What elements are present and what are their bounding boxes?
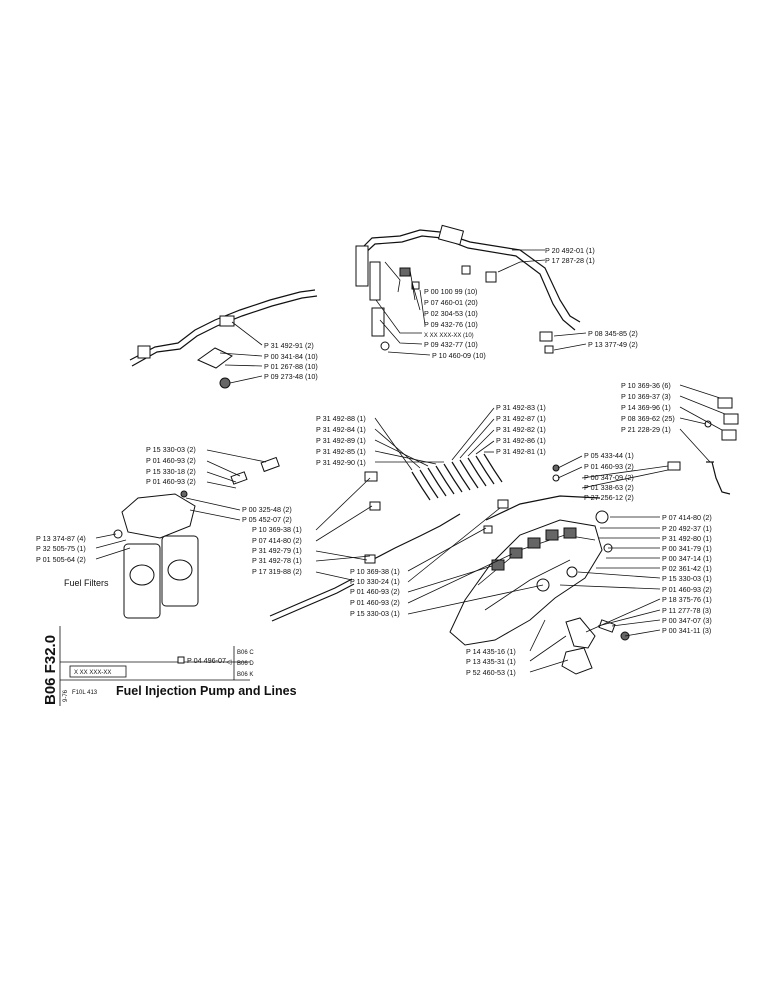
injection-pump-drawing xyxy=(449,461,681,675)
part-label: P 31 492-79 (1) xyxy=(252,546,302,555)
part-label: P 31 492-84 (1) xyxy=(316,425,366,434)
part-label: P 02 361-42 (1) xyxy=(662,564,712,573)
part-label: P 15 330-03 (1) xyxy=(662,574,712,583)
title-block: B06 F32.0 9-76 X XX XXX-XX P 04 496-07 ◁… xyxy=(42,626,297,706)
fuel-filters-label: Fuel Filters xyxy=(64,578,109,588)
part-label: P 02 304-53 (10) xyxy=(424,309,478,318)
part-label: P 31 492-83 (1) xyxy=(496,403,546,412)
part-label: P 31 492-91 (2) xyxy=(264,341,314,350)
part-label: P 15 330-18 (2) xyxy=(146,467,196,476)
middle-lines-drawing xyxy=(269,471,461,622)
part-label: P 09 273-48 (10) xyxy=(264,372,318,381)
part-label: P 01 460-93 (2) xyxy=(350,587,400,596)
part-label: P 10 369-36 (6) xyxy=(621,381,671,390)
date-code: 9-76 xyxy=(63,689,69,702)
engine-model: F10L 413 xyxy=(72,690,98,696)
injector-lines-drawing xyxy=(411,453,503,501)
alt-part-marker: ◁ xyxy=(226,657,232,666)
part-label: P 01 505-64 (2) xyxy=(36,555,86,564)
part-label: P 31 492-78 (1) xyxy=(252,556,302,565)
alt-part-number: P 04 496-07 xyxy=(187,656,226,665)
part-label: P 01 460-93 (2) xyxy=(146,477,196,486)
leader-lines xyxy=(95,249,726,673)
part-label: P 09 432-77 (10) xyxy=(424,340,478,349)
part-label: P 18 375-76 (1) xyxy=(662,595,712,604)
part-label: P 31 492-81 (1) xyxy=(496,447,546,456)
variant-label: B06 K xyxy=(237,672,253,678)
part-label: P 31 492-80 (1) xyxy=(662,534,712,543)
part-label: P 00 325-48 (2) xyxy=(242,505,292,514)
part-label: P 01 460-93 (2) xyxy=(662,585,712,594)
part-label: P 31 492-82 (1) xyxy=(496,425,546,434)
part-label: P 15 330-03 (2) xyxy=(146,445,196,454)
part-label: P 07 414-80 (2) xyxy=(252,536,302,545)
part-label: P 01 460-93 (2) xyxy=(584,462,634,471)
part-label: P 32 505-75 (1) xyxy=(36,544,86,553)
variant-label: B06 D xyxy=(237,661,254,667)
part-label: P 20 492-37 (1) xyxy=(662,524,712,533)
part-labels: P 20 492-01 (1) P 17 287-28 (1) P 00 100… xyxy=(36,246,712,677)
part-label: P 31 492-86 (1) xyxy=(496,436,546,445)
part-label: P 08 345-85 (2) xyxy=(588,329,638,338)
section-code: B06 F32.0 xyxy=(42,635,59,705)
variant-label: B06 C xyxy=(237,650,254,656)
part-label: P 00 341-79 (1) xyxy=(662,544,712,553)
part-label: P 10 369-38 (1) xyxy=(350,567,400,576)
part-label: P 07 414-80 (2) xyxy=(662,513,712,522)
part-label: P 27 256-12 (2) xyxy=(584,493,634,502)
part-label: P 00 347-14 (1) xyxy=(662,554,712,563)
part-label: P 20 492-01 (1) xyxy=(545,246,595,255)
part-label: P 00 341-84 (10) xyxy=(264,352,318,361)
part-label: P 09 432-76 (10) xyxy=(424,320,478,329)
fuel-filter-assembly-drawing xyxy=(113,456,280,619)
part-label: X XX XXX-XX (10) xyxy=(424,333,474,339)
part-label: P 14 435-16 (1) xyxy=(466,647,516,656)
part-label: P 17 319-88 (2) xyxy=(252,567,302,576)
part-label: P 00 347-09 (2) xyxy=(584,473,634,482)
part-label: P 01 460-93 (2) xyxy=(146,456,196,465)
part-label: P 05 452-07 (2) xyxy=(242,515,292,524)
part-label: P 01 338-63 (2) xyxy=(584,483,634,492)
part-label: P 31 492-90 (1) xyxy=(316,458,366,467)
serial-box: X XX XXX-XX xyxy=(74,670,111,676)
part-label: P 11 277-78 (3) xyxy=(662,606,711,615)
part-label: P 14 369-96 (1) xyxy=(621,403,671,412)
part-label: P 13 435-31 (1) xyxy=(466,657,516,666)
part-label: P 08 369-62 (25) xyxy=(621,414,675,423)
part-label: P 01 460-93 (2) xyxy=(350,598,400,607)
part-label: P 31 492-87 (1) xyxy=(496,414,546,423)
part-label: P 00 341-11 (3) xyxy=(662,626,711,635)
part-label: P 17 287-28 (1) xyxy=(545,256,595,265)
part-label: P 01 267-88 (10) xyxy=(264,362,318,371)
part-label: P 07 460-01 (20) xyxy=(424,298,478,307)
top-fuel-line-drawing xyxy=(355,224,581,354)
part-label: P 31 492-88 (1) xyxy=(316,414,366,423)
part-label: P 10 369-38 (1) xyxy=(252,525,302,534)
part-label: P 05 433-44 (1) xyxy=(584,451,634,460)
part-label: P 10 330-24 (1) xyxy=(350,577,400,586)
part-label: P 31 492-89 (1) xyxy=(316,436,366,445)
part-label: P 15 330-03 (1) xyxy=(350,609,400,618)
part-label: P 13 377-49 (2) xyxy=(588,340,638,349)
part-label: P 21 228-29 (1) xyxy=(621,425,671,434)
page-title: Fuel Injection Pump and Lines xyxy=(116,684,297,698)
part-label: P 13 374-87 (4) xyxy=(36,534,86,543)
part-label: P 31 492-85 (1) xyxy=(316,447,366,456)
part-label: P 00 100 99 (10) xyxy=(424,287,477,296)
part-label: P 00 347-07 (3) xyxy=(662,616,712,625)
part-label: P 52 460-53 (1) xyxy=(466,668,516,677)
part-label: P 10 369-37 (3) xyxy=(621,392,671,401)
part-label: P 10 460-09 (10) xyxy=(432,351,486,360)
